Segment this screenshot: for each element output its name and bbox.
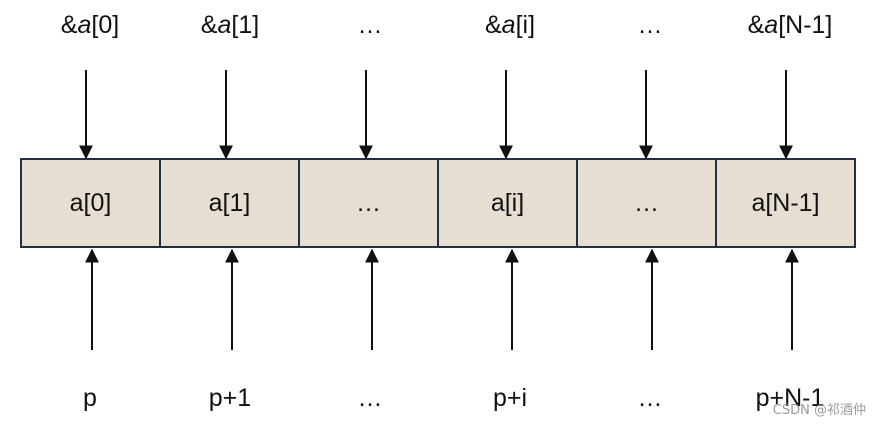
address-label: … (300, 10, 440, 40)
address-var: a (77, 11, 92, 39)
address-var: a (217, 11, 232, 39)
address-amp: & (60, 11, 78, 39)
address-index: … (637, 11, 663, 39)
address-index: [0] (91, 11, 120, 39)
array-cell: … (298, 160, 437, 246)
pointer-label: … (637, 384, 663, 412)
address-label: &a[i] (440, 10, 580, 40)
pointer-label: p+1 (208, 384, 252, 412)
watermark: CSDN @祁酒仲 (772, 403, 866, 418)
array-cell: … (576, 160, 715, 246)
array-cell: a[1] (159, 160, 298, 246)
array-cell: a[0] (69, 188, 112, 217)
address-label: … (580, 10, 720, 40)
pointer-label: p+i (492, 384, 528, 412)
address-index: [1] (231, 11, 260, 39)
array-cell: a[i] (437, 160, 576, 246)
address-index: [i] (515, 11, 536, 39)
address-label: &a[0] (20, 10, 160, 40)
address-index: [N-1] (778, 11, 833, 39)
address-amp: & (747, 11, 765, 39)
address-var: a (501, 11, 516, 39)
address-label: &a[N-1] (720, 10, 860, 40)
address-label: &a[1] (160, 10, 300, 40)
pointer-label: … (357, 384, 383, 412)
address-index: … (357, 11, 383, 39)
address-var: a (764, 11, 779, 39)
pointer-label: p+N-1 (755, 384, 825, 412)
pointer-label: p (83, 384, 97, 412)
address-amp: & (484, 11, 502, 39)
address-amp: & (200, 11, 218, 39)
array-cell: a[N-1] (715, 160, 854, 246)
array-memory-row: a[0]a[1]…a[i]…a[N-1] (20, 158, 856, 248)
